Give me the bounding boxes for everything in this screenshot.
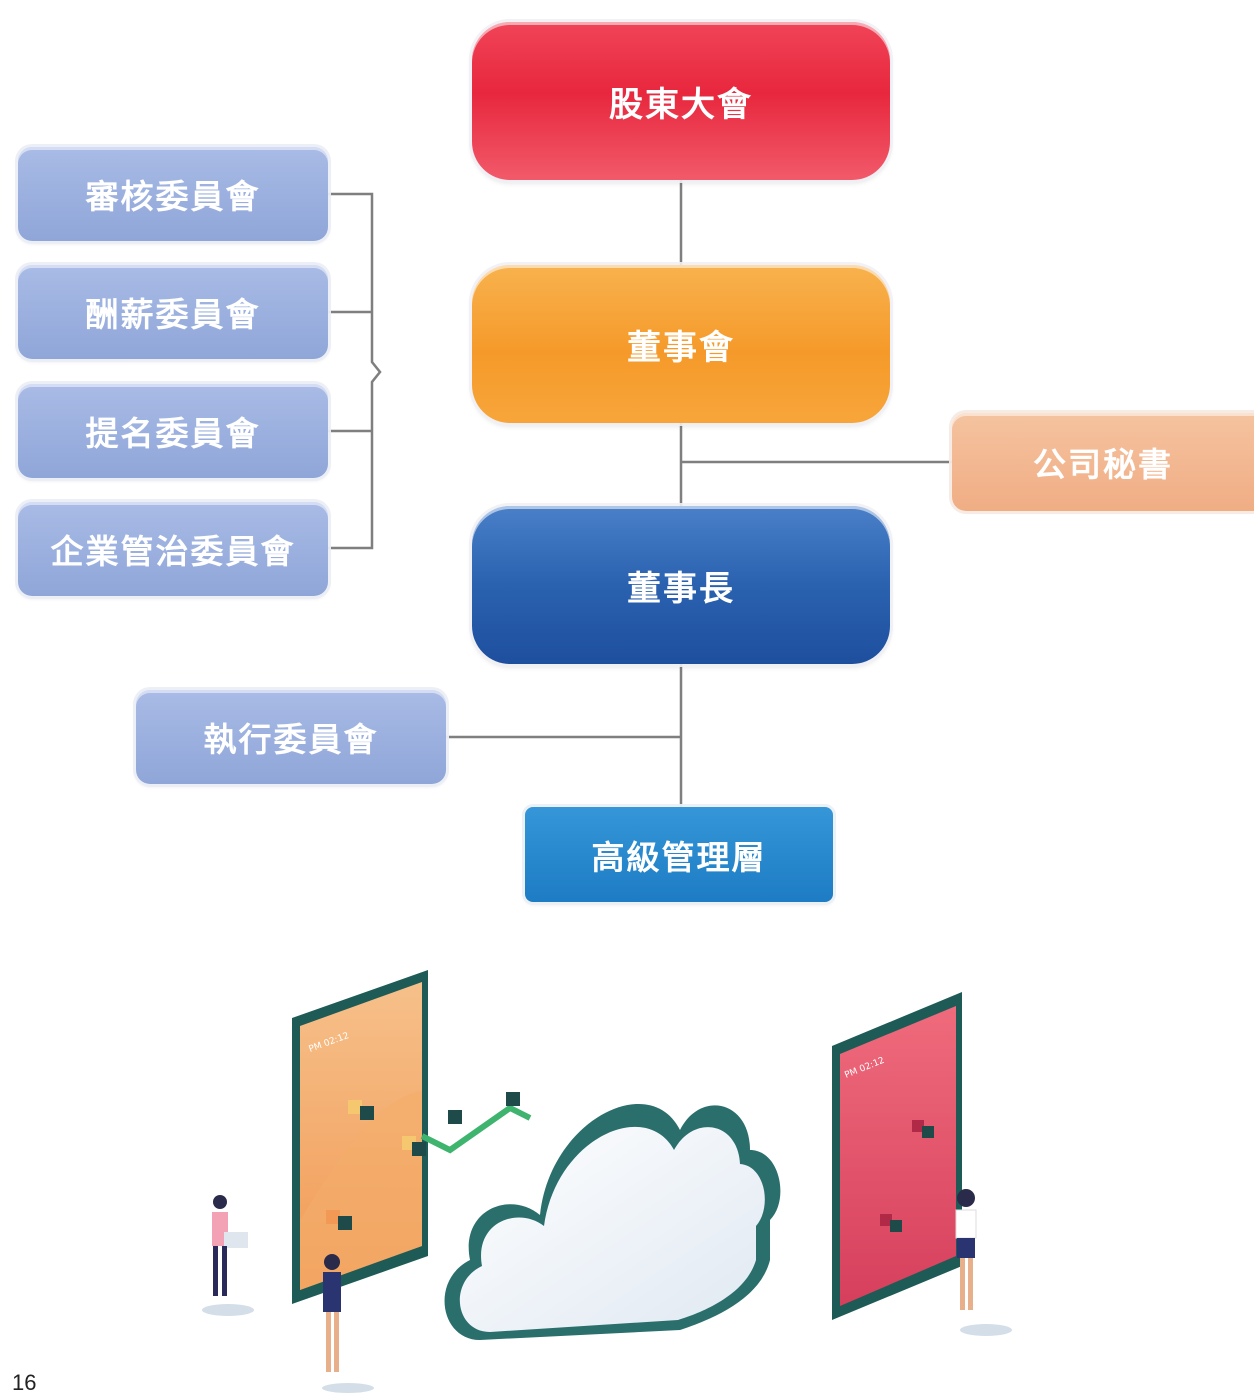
board-of-directors-label: 董事會 <box>627 327 735 368</box>
senior-management-label: 高級管理層 <box>591 837 767 877</box>
person-touching-screen-icon <box>955 1189 1012 1336</box>
committee-bracket <box>328 192 382 550</box>
company-secretary-box: 公司秘書 <box>952 413 1254 511</box>
data-link-icon <box>420 1104 532 1154</box>
remuneration-committee-box: 酬薪委員會 <box>18 265 328 359</box>
connector-lines <box>328 180 952 807</box>
person-carrying-box-icon <box>202 1195 254 1316</box>
chairman-box: 董事長 <box>472 506 890 664</box>
company-secretary-label: 公司秘書 <box>1033 445 1173 484</box>
audit-committee-box: 審核委員會 <box>18 147 328 241</box>
cloud-icon <box>444 1103 781 1340</box>
chairman-label: 董事長 <box>627 568 735 609</box>
audit-committee-label: 審核委員會 <box>85 177 261 216</box>
shareholders-meeting-box: 股東大會 <box>472 22 890 180</box>
cloud-illustration: PM 02:12 PM 02:12 <box>202 970 1012 1393</box>
board-of-directors-box: 董事會 <box>472 265 890 423</box>
senior-management-box: 高級管理層 <box>525 807 833 902</box>
corporate-governance-committee-box: 企業管治委員會 <box>18 502 328 596</box>
nomination-committee-box: 提名委員會 <box>18 384 328 478</box>
data-cube-icons <box>326 1100 426 1230</box>
remuneration-committee-label: 酬薪委員會 <box>85 295 261 334</box>
executive-committee-label: 執行委員會 <box>203 720 379 759</box>
nomination-committee-label: 提名委員會 <box>85 414 261 453</box>
page-number: 16 <box>12 1370 37 1395</box>
right-phone-icon: PM 02:12 <box>832 992 962 1320</box>
shareholders-meeting-label: 股東大會 <box>609 84 753 125</box>
corporate-governance-committee-label: 企業管治委員會 <box>50 532 296 571</box>
executive-committee-box: 執行委員會 <box>136 690 446 784</box>
person-standing-icon <box>322 1254 374 1393</box>
